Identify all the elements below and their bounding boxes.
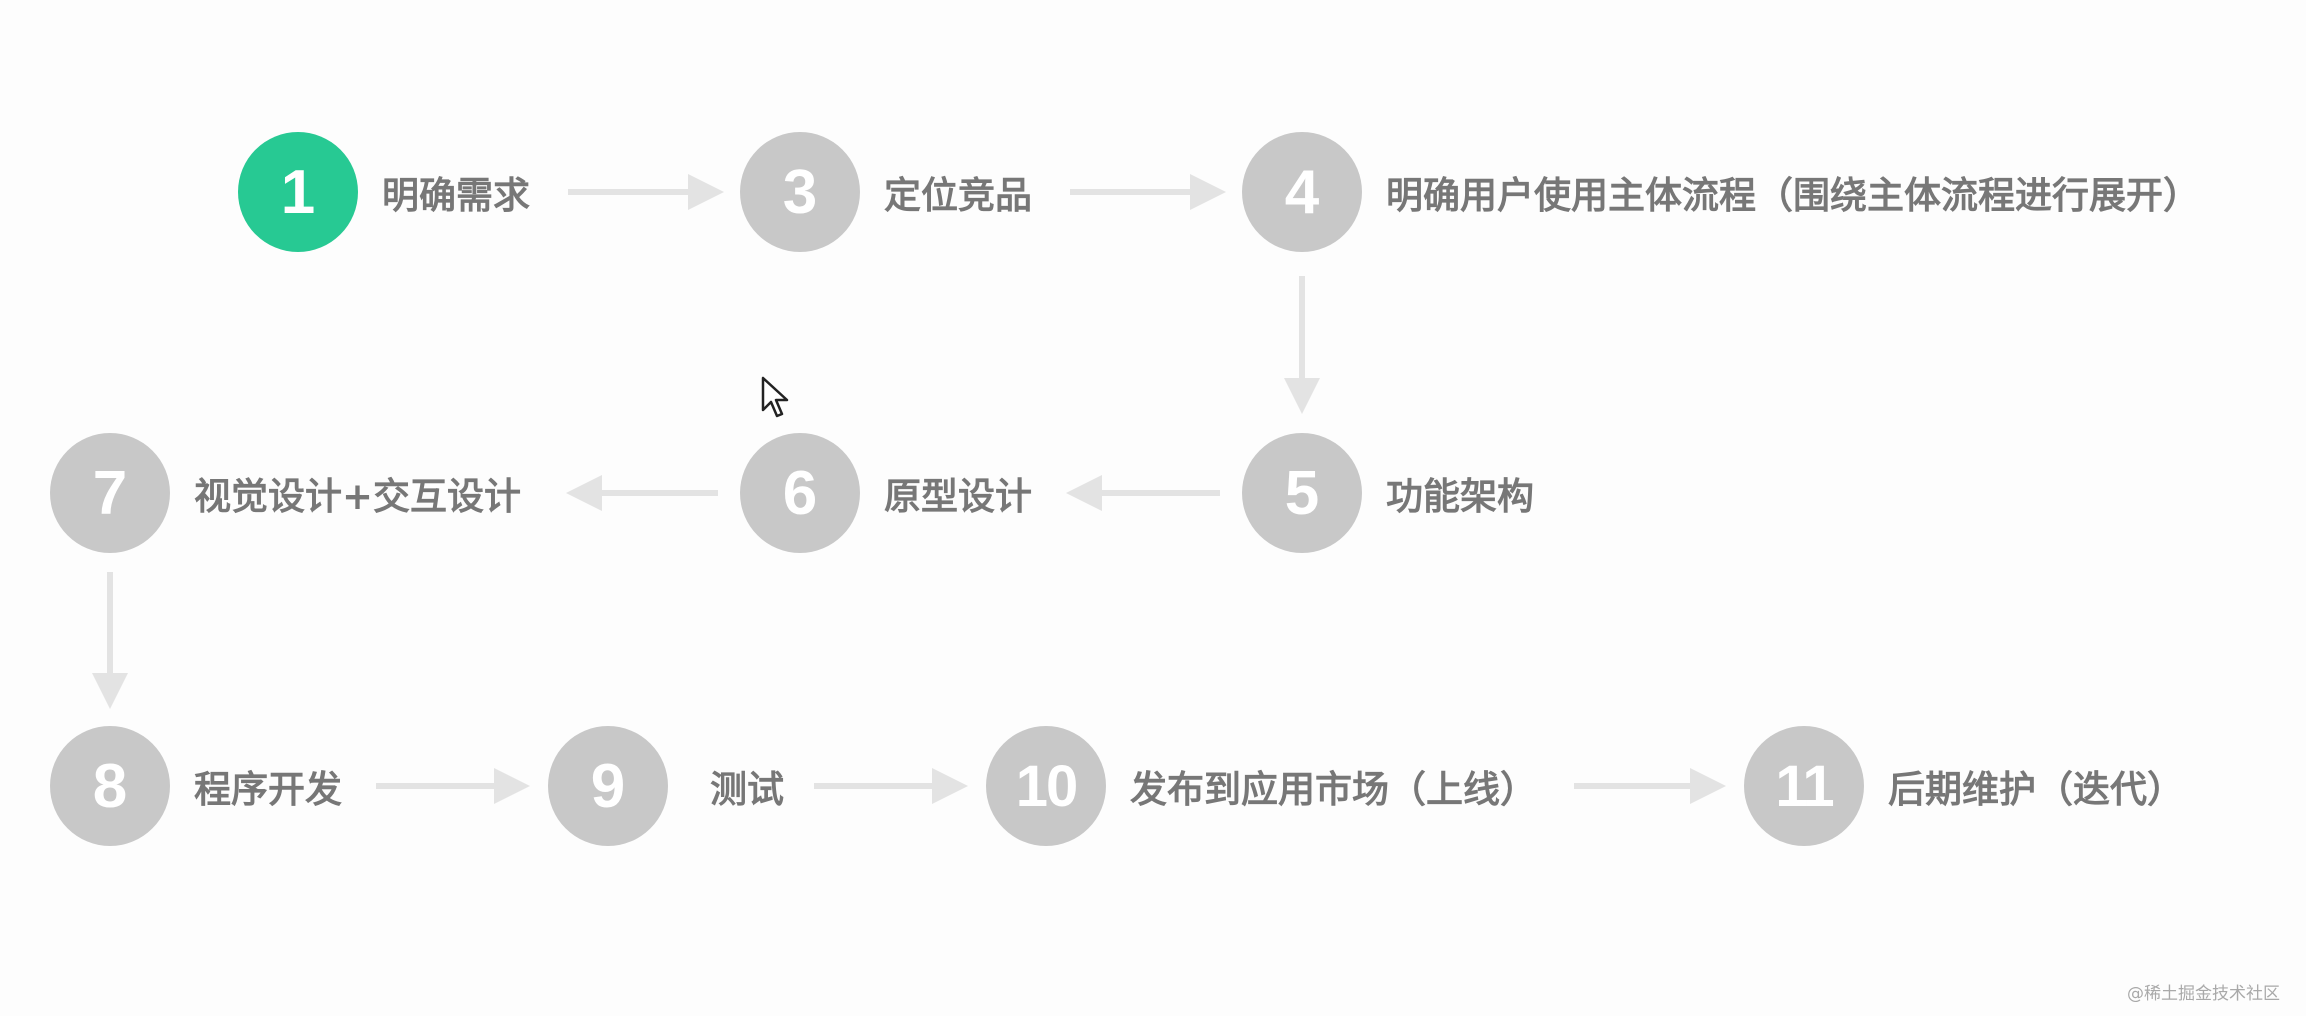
step-3: 3 定位竞品	[740, 132, 1032, 252]
step-3-label: 定位竞品	[884, 174, 1032, 217]
step-11-number: 11	[1744, 726, 1864, 846]
step-8-label: 程序开发	[194, 768, 342, 811]
mouse-cursor-icon	[761, 376, 789, 418]
step-7-label: 视觉设计+交互设计	[194, 475, 522, 518]
step-3-number: 3	[740, 132, 860, 252]
step-4-label: 明确用户使用主体流程（围绕主体流程进行展开）	[1386, 174, 2200, 217]
step-1-label: 明确需求	[382, 174, 530, 217]
step-8-number: 8	[50, 726, 170, 846]
step-7-number: 7	[50, 433, 170, 553]
step-5-number: 5	[1242, 433, 1362, 553]
step-5: 5 功能架构	[1242, 433, 1534, 553]
step-10: 10 发布到应用市场（上线）	[986, 726, 1537, 846]
step-4-number: 4	[1242, 132, 1362, 252]
step-6: 6 原型设计	[740, 433, 1032, 553]
step-9: 9 测试	[548, 726, 784, 846]
step-10-number: 10	[986, 726, 1106, 846]
step-11: 11 后期维护（迭代）	[1744, 726, 2184, 846]
step-8: 8 程序开发	[50, 726, 342, 846]
step-9-label: 测试	[710, 768, 784, 811]
step-1: 1 明确需求	[238, 132, 530, 252]
step-5-label: 功能架构	[1386, 475, 1534, 518]
step-1-number: 1	[238, 132, 358, 252]
step-4: 4 明确用户使用主体流程（围绕主体流程进行展开）	[1242, 132, 2200, 252]
step-6-number: 6	[740, 433, 860, 553]
step-11-label: 后期维护（迭代）	[1888, 768, 2184, 811]
step-6-label: 原型设计	[884, 475, 1032, 518]
watermark: @稀土掘金技术社区	[2127, 984, 2280, 1004]
step-9-number: 9	[548, 726, 668, 846]
step-10-label: 发布到应用市场（上线）	[1130, 768, 1537, 811]
step-7: 7 视觉设计+交互设计	[50, 433, 521, 553]
